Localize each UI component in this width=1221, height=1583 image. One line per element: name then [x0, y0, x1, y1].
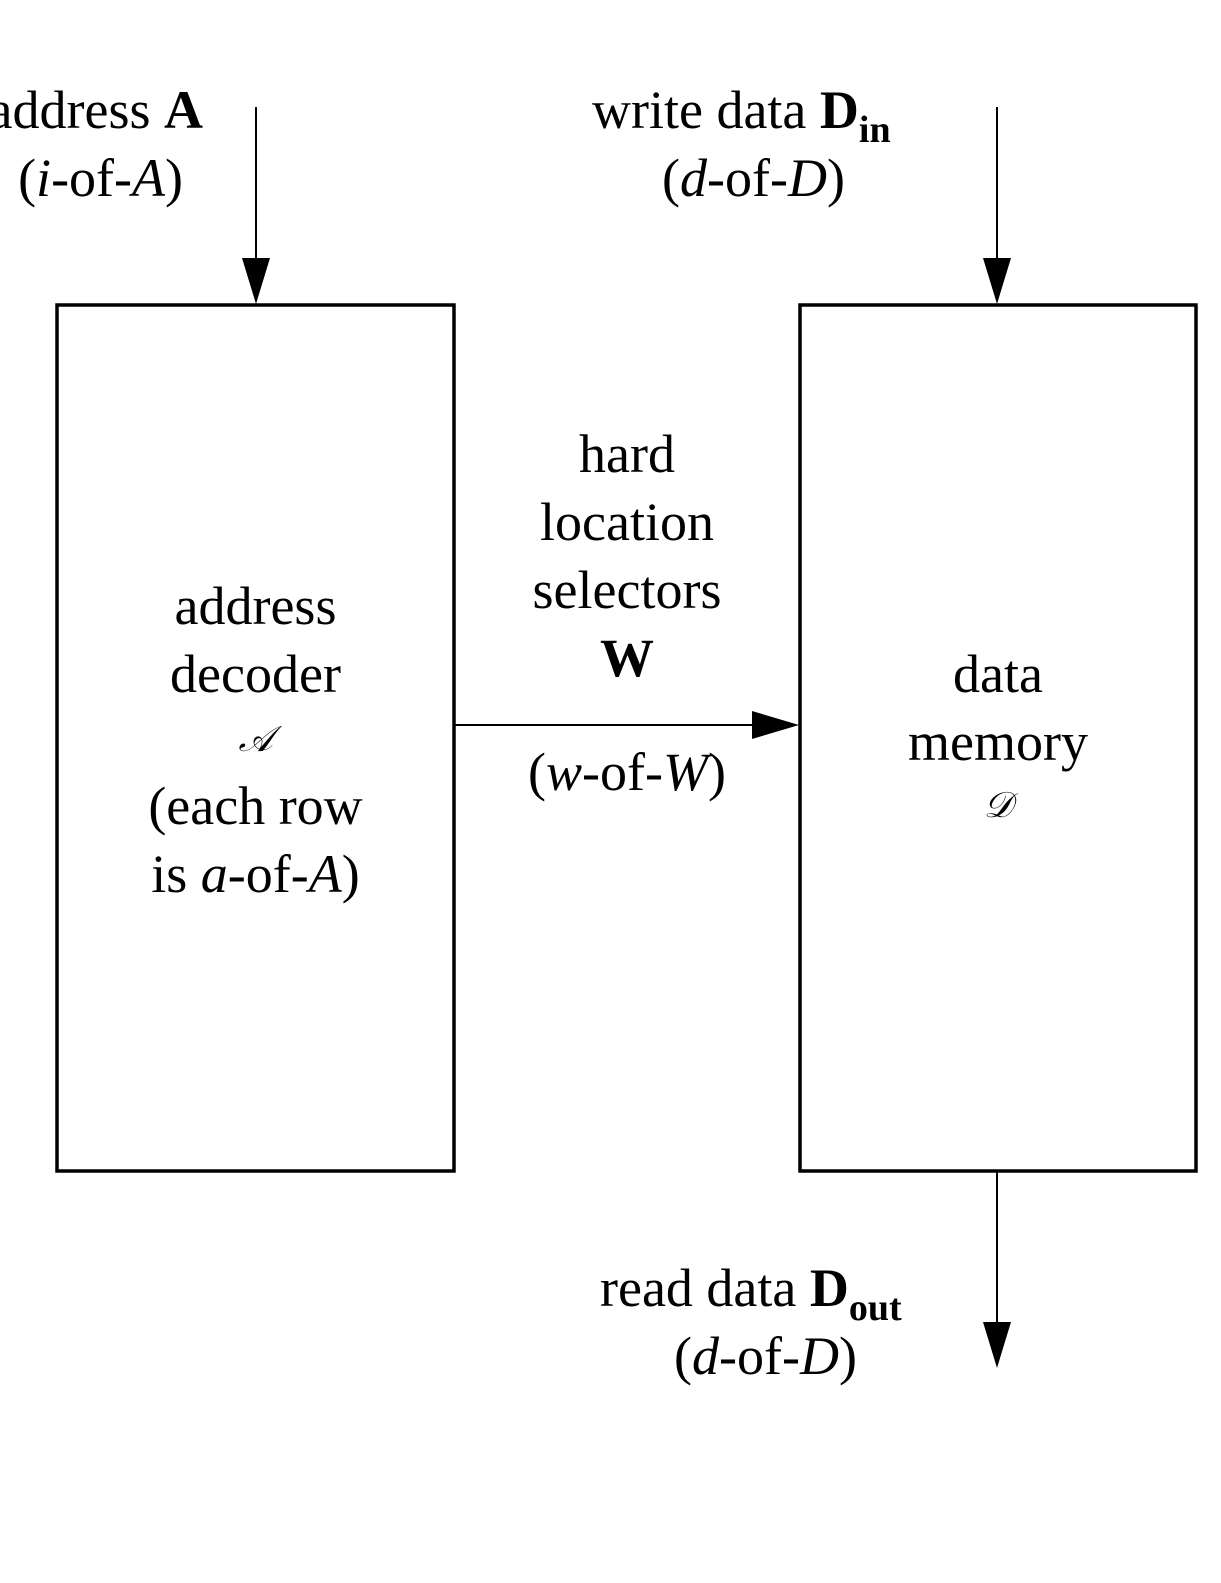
selectors-code-pre: w: [546, 742, 583, 802]
selectors-line3: selectors: [532, 560, 722, 620]
write-code-of: -of-: [706, 148, 788, 208]
write-data-subscript: in: [858, 109, 891, 151]
read-code-of: -of-: [718, 1326, 800, 1386]
write-data-code: (d-of-D): [662, 144, 845, 212]
data-memory-line2: memory: [908, 712, 1088, 772]
close-paren: ): [165, 148, 183, 208]
open-paren: (: [528, 742, 547, 802]
close-paren: ): [838, 1326, 857, 1386]
row-pre: a: [200, 844, 228, 904]
close-paren: ): [826, 148, 845, 208]
address-input-arrowhead: [242, 258, 270, 304]
address-decoder-row-line1: (each row: [148, 776, 363, 836]
write-code-post: D: [787, 148, 827, 208]
write-data-input-arrowhead: [983, 258, 1011, 304]
address-decoder-symbol: 𝒜: [238, 719, 273, 760]
address-input-label: address A: [0, 76, 203, 144]
address-decoder-line2: decoder: [170, 644, 341, 704]
row-of: -of-: [227, 844, 309, 904]
row-is: is: [151, 844, 201, 904]
read-data-subscript: out: [848, 1287, 902, 1329]
address-input-symbol: A: [164, 80, 203, 140]
address-code-pre: i: [36, 148, 52, 208]
close-paren: ): [707, 742, 726, 802]
read-data-output-arrowhead: [983, 1322, 1011, 1368]
data-memory-line1: data: [953, 644, 1043, 704]
selectors-symbol: W: [600, 628, 654, 688]
read-data-name: read data: [600, 1258, 797, 1318]
read-data-label: read data Dout: [600, 1254, 902, 1329]
row-post: A: [308, 844, 342, 904]
data-memory-symbol: 𝒟: [983, 785, 1013, 826]
write-code-pre: d: [679, 148, 707, 208]
selectors-text: hard location selectors W: [454, 420, 800, 692]
address-decoder-line1: address: [174, 576, 337, 636]
selectors-code-post: W: [663, 742, 708, 802]
address-code-post: A: [132, 148, 166, 208]
address-decoder-row-line2: is a-of-A): [57, 840, 454, 908]
write-data-label: write data Din: [592, 76, 891, 151]
write-data-symbol: D: [819, 80, 859, 140]
selectors-code-of: -of-: [582, 742, 663, 802]
address-input-code: (i-of-A): [18, 144, 183, 212]
data-memory-text: data memory 𝒟: [800, 640, 1196, 836]
open-paren: (: [674, 1326, 692, 1386]
selectors-arrowhead: [752, 711, 799, 739]
close-paren: ): [341, 844, 360, 904]
open-paren: (: [662, 148, 680, 208]
write-data-name: write data: [592, 80, 807, 140]
read-data-symbol: D: [809, 1258, 849, 1318]
selectors-line2: location: [540, 492, 714, 552]
selectors-code: (w-of-W): [454, 738, 800, 806]
address-code-of: -of-: [51, 148, 133, 208]
address-decoder-text: address decoder 𝒜 (each row is a-of-A): [57, 572, 454, 908]
read-data-code: (d-of-D): [674, 1322, 857, 1390]
selectors-line1: hard: [579, 424, 675, 484]
address-input-name: address: [0, 80, 151, 140]
read-code-pre: d: [691, 1326, 719, 1386]
read-code-post: D: [799, 1326, 839, 1386]
open-paren: (: [18, 148, 37, 208]
address-decoder-box: [55, 303, 456, 1173]
